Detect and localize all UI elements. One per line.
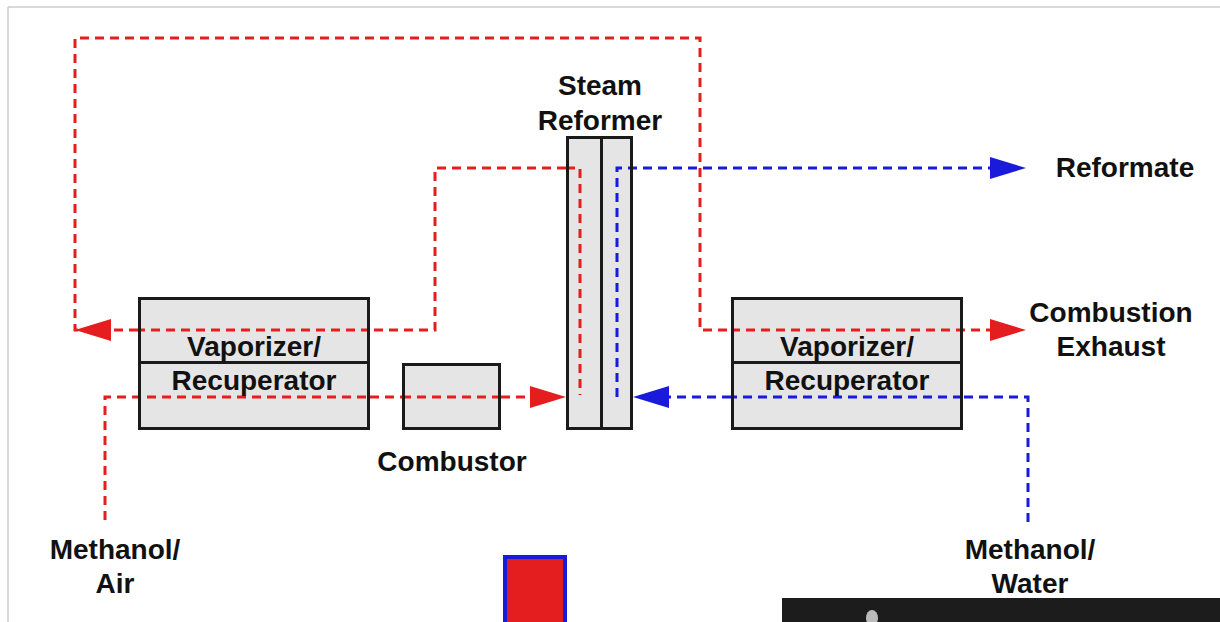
- box-outline: [138, 297, 370, 430]
- connector-line: [501, 396, 530, 399]
- reformer-column: [566, 136, 603, 430]
- connector-line: [370, 396, 402, 399]
- frame-line: [7, 7, 9, 622]
- flow-line: [105, 397, 370, 520]
- flow-connector: [501, 386, 566, 408]
- arrowhead: [633, 386, 669, 408]
- box-fill: [566, 136, 633, 430]
- box-fill: [138, 297, 370, 430]
- box-label: Steam Reformer: [525, 68, 675, 138]
- box-outline: [731, 297, 963, 430]
- box-fill: [402, 363, 501, 430]
- connector-line: [669, 396, 731, 399]
- vaporizer-box: Vaporizer/ Recuperator: [138, 297, 370, 430]
- red-square: [505, 557, 565, 622]
- frame-line: [8, 6, 1220, 8]
- arrowhead: [530, 386, 566, 408]
- combustor-box: Combustor: [367, 363, 537, 479]
- box-outline: [402, 363, 501, 430]
- box-label: Vaporizer/ Recuperator: [757, 330, 937, 398]
- box-label: Vaporizer/ Recuperator: [164, 330, 344, 398]
- photo-detail: [866, 610, 878, 622]
- flow-label: Reformate: [1045, 151, 1205, 185]
- flow-label: Methanol/ Air: [40, 533, 190, 601]
- flow-line: [617, 168, 990, 397]
- box-label: Combustor: [367, 445, 537, 479]
- flow-connector: [370, 168, 566, 330]
- flow-connector: [370, 397, 402, 398]
- box-outline: [566, 136, 633, 430]
- reformer-column: [600, 136, 633, 430]
- arrowhead: [990, 319, 1026, 341]
- box-fill: [731, 297, 963, 430]
- reformer-box: Steam Reformer: [510, 68, 690, 430]
- flow-line: [962, 397, 1028, 522]
- flow-connector: [633, 386, 731, 408]
- flow-label: Methanol/ Water: [955, 533, 1105, 601]
- arrowhead: [990, 157, 1026, 179]
- connector-line: [370, 168, 566, 330]
- vaporizer-box: Vaporizer/ Recuperator: [731, 297, 963, 430]
- photo-strip: [782, 598, 1220, 622]
- flow-label: Combustion Exhaust: [1016, 296, 1206, 364]
- flow-line: [402, 396, 501, 399]
